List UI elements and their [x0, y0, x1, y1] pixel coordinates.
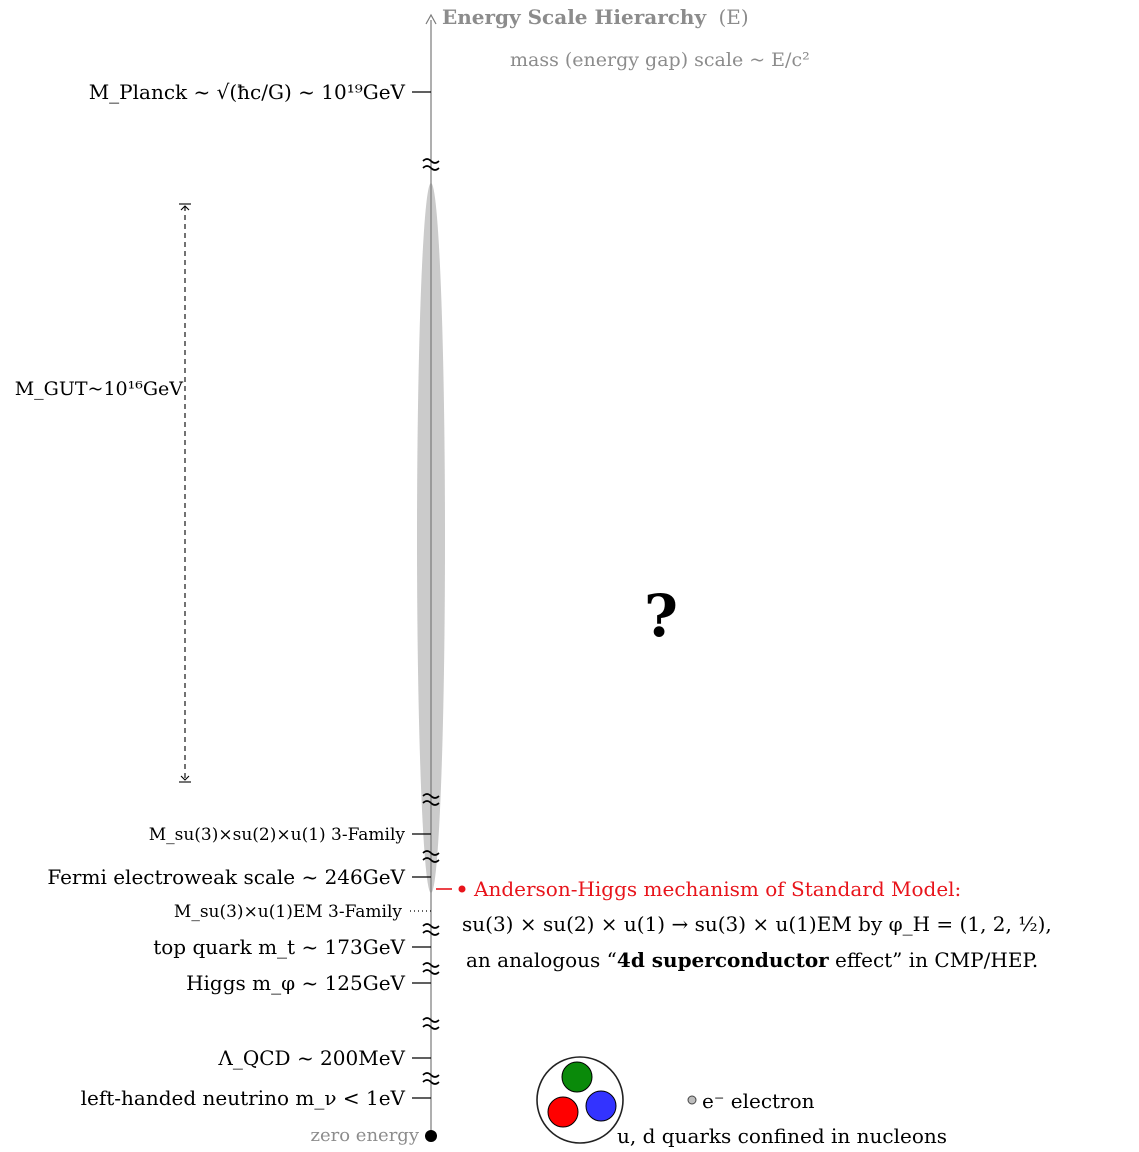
- label-higgs: Higgs m_φ ~ 125GeV: [186, 971, 405, 995]
- label-qcd: Λ_QCD ~ 200MeV: [217, 1046, 405, 1070]
- break-icon: [422, 158, 440, 171]
- label-sm3family: M_su(3)×su(2)×u(1) 3-Family: [149, 825, 406, 845]
- label-zero-energy: zero energy: [311, 1125, 420, 1146]
- label-planck: M_Planck ~ √(ħc/G) ~ 10¹⁹GeV: [89, 80, 406, 104]
- label-neutrino: left-handed neutrino m_ν < 1eV: [81, 1086, 406, 1110]
- unknown-question-mark: ?: [644, 582, 678, 650]
- anderson-higgs-bullet-icon: [458, 885, 466, 893]
- quark-red: [547, 1096, 579, 1128]
- quark-blue: [585, 1090, 617, 1122]
- anderson-higgs-breaking: su(3) × su(2) × u(1) → su(3) × u(1)EM by…: [462, 912, 1052, 936]
- axis-ticks: [412, 91, 431, 1099]
- gut-range-marker: [179, 203, 191, 783]
- break-icon: [422, 850, 440, 863]
- label-electron: e⁻ electron: [702, 1089, 815, 1113]
- nucleon-icon: [536, 1056, 624, 1144]
- axis-arrowhead-icon: [425, 13, 437, 25]
- break-icon: [422, 793, 440, 806]
- label-em3family: M_su(3)×u(1)EM 3-Family: [174, 902, 402, 922]
- break-icon: [422, 1017, 440, 1030]
- quark-green: [561, 1061, 593, 1093]
- anderson-higgs-heading: Anderson-Higgs mechanism of Standard Mod…: [473, 877, 961, 901]
- diagram-subtitle: mass (energy gap) scale ~ E/c²: [510, 49, 810, 71]
- label-gut: M_GUT~10¹⁶GeV: [15, 378, 184, 400]
- diagram-title: Energy Scale Hierarchy (E): [442, 5, 749, 29]
- axis-breaks: [422, 158, 440, 1085]
- zero-energy-dot: [425, 1130, 437, 1142]
- label-top: top quark m_t ~ 173GeV: [153, 935, 405, 959]
- label-quarks: u, d quarks confined in nucleons: [617, 1124, 947, 1148]
- electron-icon: [687, 1095, 697, 1105]
- break-icon: [422, 1072, 440, 1085]
- break-icon: [422, 962, 440, 975]
- label-fermi: Fermi electroweak scale ~ 246GeV: [47, 865, 405, 889]
- anderson-higgs-analogy: an analogous “4d superconductor effect” …: [466, 948, 1038, 972]
- break-icon: [422, 923, 440, 936]
